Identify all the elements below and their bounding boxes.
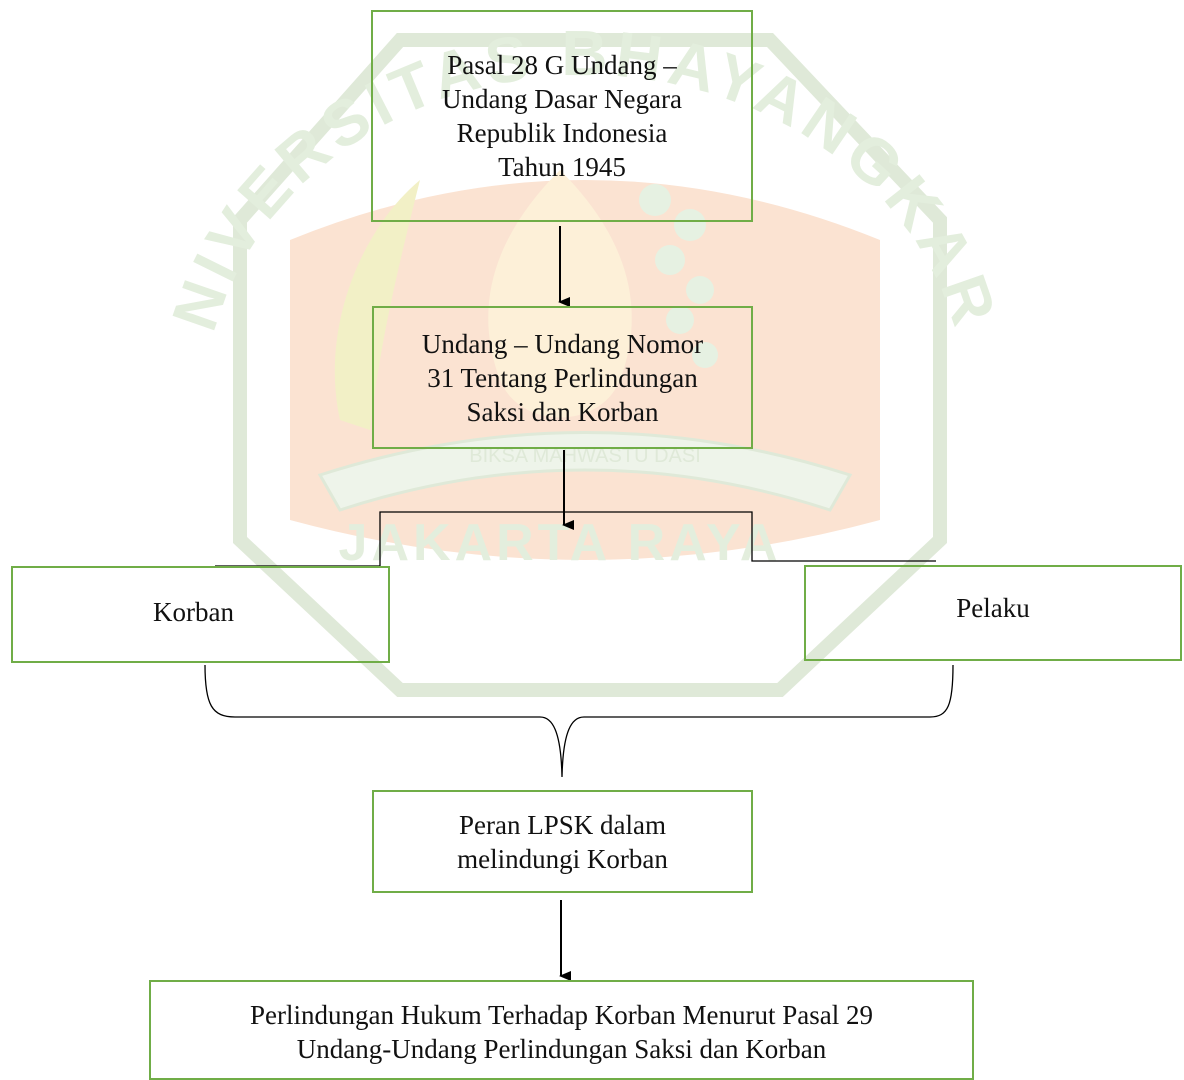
seal-city-text: JAKARTA RAYA <box>339 514 782 572</box>
brace-korban-pelaku <box>204 664 954 778</box>
node-pasal-28g: Pasal 28 G Undang – Undang Dasar Negara … <box>371 10 753 222</box>
node-korban-label: Korban <box>153 597 234 627</box>
seal-cotton-icon <box>639 184 718 368</box>
node-peran-lpsk-label: Peran LPSK dalam melindungi Korban <box>457 809 668 874</box>
node-perlindungan-hukum: Perlindungan Hukum Terhadap Korban Menur… <box>149 980 974 1080</box>
node-uu-nomor-31-label: Undang – Undang Nomor 31 Tentang Perlind… <box>421 328 704 427</box>
node-uu-nomor-31: Undang – Undang Nomor 31 Tentang Perlind… <box>372 306 753 449</box>
branch-line-to-korban <box>215 511 564 567</box>
branch-line-to-pelaku <box>564 511 936 562</box>
seal-rice-icon <box>334 180 420 430</box>
node-korban: Korban <box>11 566 390 663</box>
seal-banner <box>317 431 853 512</box>
node-pelaku: Pelaku <box>804 565 1182 661</box>
node-pasal-28g-label: Pasal 28 G Undang – Undang Dasar Negara … <box>442 50 682 182</box>
seal-motto-text: BIKSA MAHWASTU DASI <box>469 445 701 467</box>
node-pelaku-label: Pelaku <box>956 593 1030 623</box>
node-perlindungan-hukum-label: Perlindungan Hukum Terhadap Korban Menur… <box>250 1000 873 1064</box>
node-peran-lpsk: Peran LPSK dalam melindungi Korban <box>372 790 753 893</box>
seal-outer-shape <box>233 33 947 697</box>
